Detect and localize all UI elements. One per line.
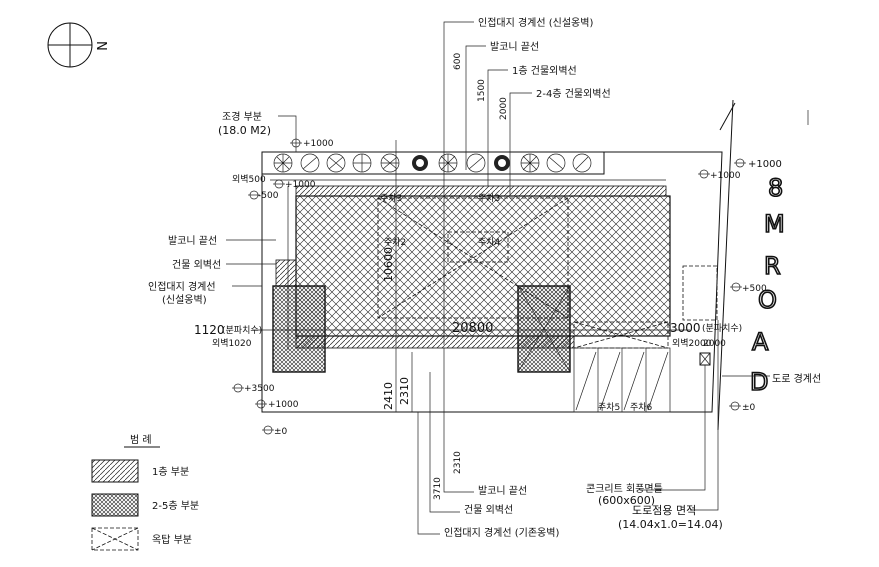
label-balcony-top: 발코니 끝선 <box>490 41 539 53</box>
label-road-area-calc: (14.04x1.0=14.04) <box>618 518 723 531</box>
label-concrete-size: (600x600) <box>598 494 655 507</box>
label-parking-3b: 주차3 <box>478 192 500 204</box>
label-parking-5: 주차5 <box>598 401 620 413</box>
dim-3000-note: (분파치수) <box>702 322 742 334</box>
label-concrete: 콘크리트 회풍면틀 <box>586 483 663 495</box>
level-zero-right: ±0 <box>742 403 756 413</box>
dim-3710: 3710 <box>433 477 443 500</box>
road-boundary-line <box>717 99 734 431</box>
dim-1120: 1120 <box>194 323 225 337</box>
legend-item-2: 2-5층 부분 <box>152 500 199 512</box>
label-wall2000: 외벽2000 <box>672 337 712 349</box>
legend-title: 범 례 <box>130 434 152 446</box>
level-plus-1000-a: +1000 <box>303 139 334 149</box>
road-char-2: M <box>764 210 785 238</box>
label-floor24-wall-top: 2-4층 건물외벽선 <box>536 88 611 100</box>
landscape-plants <box>273 153 592 173</box>
legend-swatch-floors2-5 <box>91 493 139 517</box>
stair-tower-left <box>272 285 326 373</box>
label-balcony-bottom: 발코니 끝선 <box>478 485 527 497</box>
dim-2000b: 2000 <box>703 339 726 349</box>
road-char-5: A <box>752 328 769 356</box>
dim-20800: 20800 <box>452 321 493 336</box>
road-char-1: 8 <box>768 174 783 202</box>
label-landscape-area: (18.0 M2) <box>218 124 271 137</box>
label-wall500: 외벽500 <box>232 173 266 185</box>
level-plus-3500: +3500 <box>244 384 275 394</box>
dim-1120-note: (분파치수) <box>222 324 262 336</box>
dim-600: 600 <box>453 53 463 70</box>
north-arrow-icon: N <box>47 22 108 68</box>
level-plus-1000-right-a: +1000 <box>748 159 782 170</box>
north-label: N <box>93 41 108 51</box>
label-adjacent-left-sub: (신설옹벽) <box>162 294 207 306</box>
level-plus-1000-right-b: +1000 <box>710 171 741 181</box>
label-wall-left: 건물 외벽선 <box>172 259 221 271</box>
label-parking-6: 주차6 <box>630 401 653 413</box>
label-wall-bottom: 건물 외벽선 <box>464 504 513 516</box>
label-road-area: 도로점용 면적 <box>632 504 696 517</box>
dim-2310a: 2310 <box>398 377 411 405</box>
floors-2-5-block <box>295 195 671 337</box>
label-parking-4: 주차4 <box>478 236 501 248</box>
dim-1500: 1500 <box>477 79 487 102</box>
dim-2000: 2000 <box>499 97 509 120</box>
label-balcony-left: 발코니 끝선 <box>168 235 217 247</box>
label-wall1020: 외벽1020 <box>212 337 252 349</box>
label-adjacent-bottom: 인접대지 경계선 (기존옹벽) <box>444 526 559 539</box>
label-road-boundary: 도로 경계선 <box>772 372 821 385</box>
legend-swatch-rooftop <box>91 527 139 551</box>
label-parking-3: 주차3 <box>380 192 402 204</box>
legend-item-1: 1층 부분 <box>152 466 189 478</box>
level-plus-1000-left: +1000 <box>268 400 299 410</box>
level-plus-500-right: +500 <box>742 284 767 294</box>
landscape-strip <box>261 151 605 175</box>
dim-2310b: 2310 <box>453 451 463 474</box>
label-adjacent-left: 인접대지 경계선 <box>148 280 216 293</box>
road-char-3: R <box>764 252 781 280</box>
dim-3000: 3000 <box>670 321 701 335</box>
label-landscape: 조경 부분 <box>222 110 262 123</box>
legend: 범 례 1층 부분 2-5층 부분 옥탑 부분 <box>91 434 199 551</box>
left-wall-patch <box>275 259 297 287</box>
road-use-area <box>682 265 718 321</box>
rooftop-area <box>377 197 569 319</box>
rooftop-core <box>447 231 509 263</box>
level-minus-500: -500 <box>258 191 279 201</box>
label-floor1-wall-top: 1층 건물외벽선 <box>512 65 577 77</box>
level-zero-left: ±0 <box>274 427 288 437</box>
legend-item-3: 옥탑 부분 <box>152 534 192 546</box>
label-parking-2: 주차2 <box>384 236 406 248</box>
legend-swatch-floor1 <box>91 459 139 483</box>
dim-10600: 10600 <box>382 247 395 282</box>
label-adjacent-top: 인접대지 경계선 (신설옹벽) <box>478 16 593 29</box>
dim-2410: 2410 <box>382 382 395 410</box>
level-plus-1000-b: +1000 <box>285 180 316 190</box>
road-char-6: D <box>750 368 768 396</box>
road-char-4: O <box>758 286 777 314</box>
